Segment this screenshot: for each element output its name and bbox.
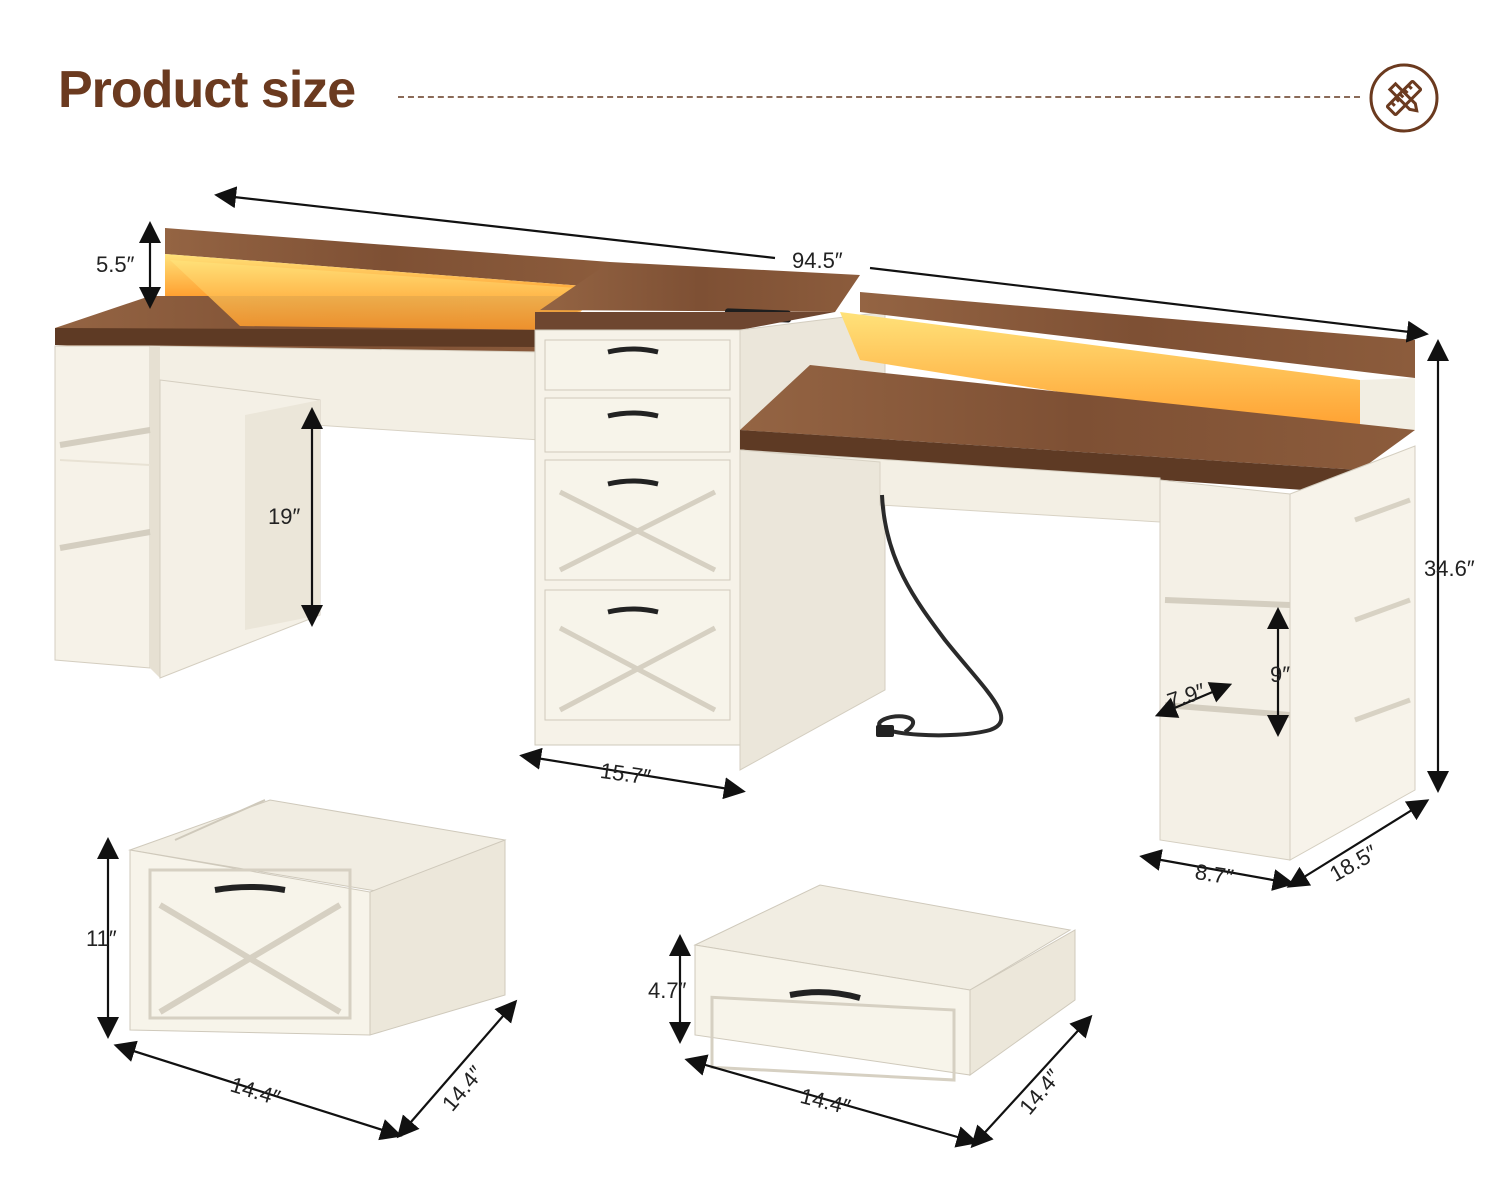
right-riser-led [840,312,1360,440]
dim-small-drawer-width: 14.4″ [798,1083,853,1120]
right-riser-top [860,292,1415,378]
left-shelf-cabinet [54,345,160,678]
power-cord [877,494,1004,738]
dim-knee-height: 19″ [268,504,300,529]
small-drawer [693,884,1076,1082]
dim-file-drawer-width: 14.4″ [228,1072,284,1111]
dim-total-height: 34.6″ [1424,556,1475,581]
title-divider [398,96,1360,98]
dim-file-drawer-depth: 14.4″ [437,1061,489,1116]
center-riser-top [540,262,860,312]
drawer-cabinet [534,311,886,771]
desk [54,228,1416,861]
right-desk-top [740,365,1415,470]
dim-drawer-cabinet-width: 15.7″ [599,758,653,790]
right-shelf-cabinet [1159,445,1416,861]
dim-file-drawer-height: 11″ [86,926,117,951]
page-title: Product size [58,61,356,119]
dimension-lines [97,186,1449,1149]
dim-riser-height: 5.5″ [96,252,135,277]
dim-side-cabinet-width: 8.7″ [1193,859,1235,890]
file-drawer [128,799,507,1036]
dim-small-drawer-height: 4.7″ [648,978,687,1003]
left-riser-top [165,228,610,288]
dim-shelf-height: 9″ [1270,662,1290,687]
dim-total-length: 94.5″ [792,248,843,273]
pencil-ruler-icon [1369,63,1439,133]
